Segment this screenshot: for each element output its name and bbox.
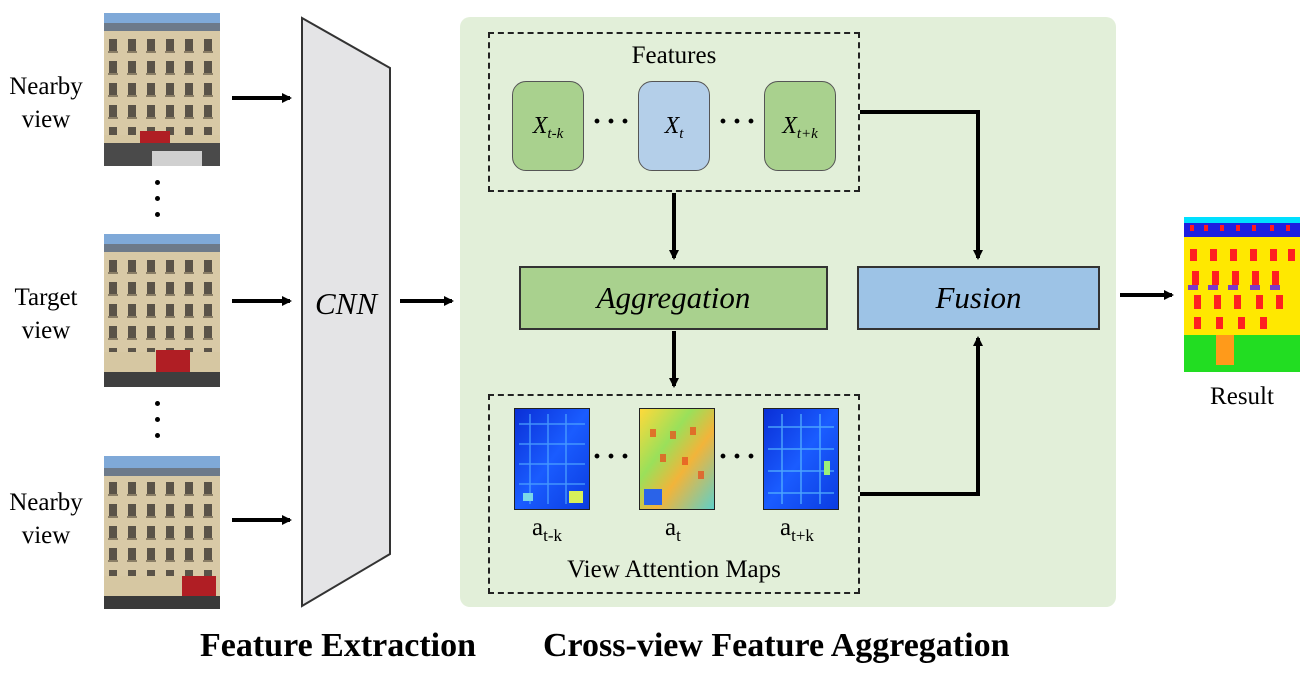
attention-map-t-minus-k [514,408,590,510]
attention-map-t [639,408,715,510]
horizontal-ellipsis-maps-1: ··· [592,440,635,473]
target-view-image [104,234,220,387]
features-dashed-box [488,32,860,192]
result-label: Result [1210,383,1274,410]
horizontal-ellipsis-features-1: ··· [592,105,635,138]
attention-label-t: at [665,514,681,545]
attention-label-t-plus-k: at+k [780,514,814,545]
nearby-view-image-top [104,13,220,166]
features-title: Features [631,42,717,69]
aggregation-box: Aggregation [519,266,828,330]
arrow-maps-to-fusion [860,336,983,496]
attention-maps-title: View Attention Maps [567,556,781,583]
attention-maps-dashed-box [488,394,860,594]
result-segmentation-image [1184,217,1300,372]
attention-label-t-minus-k: at-k [532,514,562,545]
cnn-label: CNN [314,286,378,321]
attention-map-t-plus-k [763,408,839,510]
nearby-view-image-bottom [104,456,220,609]
horizontal-ellipsis-features-2: ··· [718,105,761,138]
fusion-box: Fusion [857,266,1100,330]
cross-view-aggregation-caption: Cross-view Feature Aggregation [543,627,1010,664]
vertical-ellipsis-top [153,180,161,228]
feature-extraction-caption: Feature Extraction [200,627,477,664]
vertical-ellipsis-bottom [153,401,161,449]
cnn-trapezoid [301,16,391,608]
arrow-features-to-fusion [860,110,983,260]
horizontal-ellipsis-maps-2: ··· [718,440,761,473]
